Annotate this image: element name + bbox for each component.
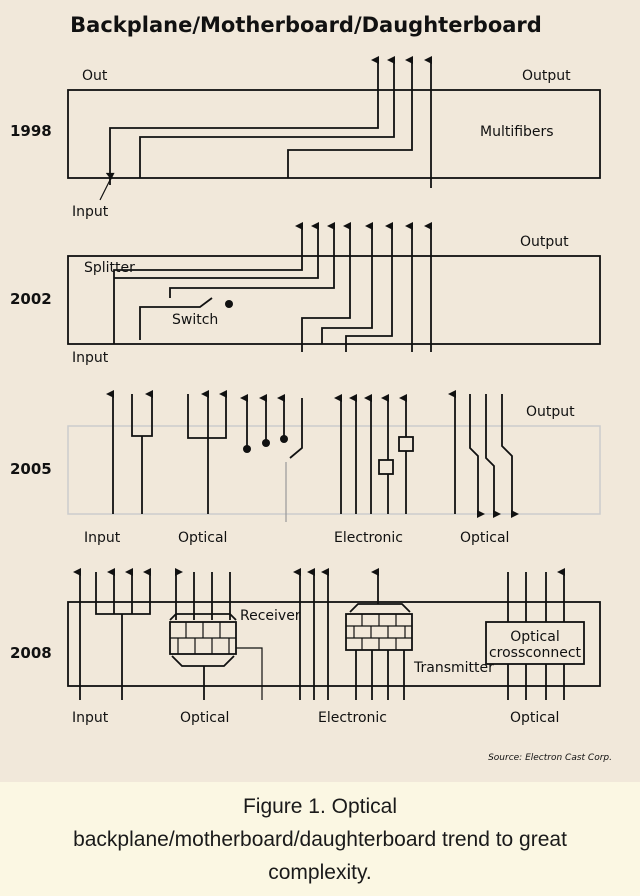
label-optical-2008-1: Optical — [180, 710, 229, 726]
transmitter-inputs — [355, 650, 405, 700]
receiver-lead — [236, 647, 263, 700]
fiber-1998-1 — [109, 56, 379, 185]
receiver-grid — [170, 622, 236, 654]
switch-contact-2002 — [225, 300, 233, 308]
fiber-2002-3 — [139, 297, 213, 340]
diagram: Backplane/Motherboard/Daughterboard 1998… — [10, 13, 612, 763]
label-input-2008: Input — [72, 710, 109, 726]
caption-line-1: Figure 1. Optical — [242, 795, 398, 818]
fiber-2005-e2 — [469, 394, 485, 518]
row-2005 — [67, 390, 601, 522]
label-crossconnect-1: Optical — [510, 629, 559, 645]
fiber-2002-4 — [169, 222, 335, 298]
label-switch: Switch — [172, 312, 218, 328]
fiber-1998-3 — [287, 56, 413, 178]
label-transmitter: Transmitter — [413, 660, 494, 676]
diagram-title: Backplane/Motherboard/Daughterboard — [70, 13, 542, 37]
label-input-2005: Input — [84, 530, 121, 546]
year-2005: 2005 — [10, 460, 52, 478]
label-output-2005: Output — [526, 404, 575, 420]
label-splitter: Splitter — [84, 260, 135, 276]
label-optical-2005-2: Optical — [460, 530, 509, 546]
board-1998 — [67, 89, 601, 179]
electronic-box-2 — [398, 436, 414, 452]
switch-node-2 — [262, 439, 270, 447]
label-input-1998: Input — [72, 204, 109, 220]
fiber-2005-b1 — [187, 390, 227, 439]
label-receiver: Receiver — [240, 608, 301, 624]
caption-line-2: backplane/motherboard/daughterboard tren… — [73, 828, 567, 851]
figure-panel: Backplane/Motherboard/Daughterboard 1998… — [0, 0, 640, 782]
label-input-2002: Input — [72, 350, 109, 366]
label-optical-2008-2: Optical — [510, 710, 559, 726]
electronic-box-1 — [378, 459, 394, 475]
caption-line-3: complexity. — [268, 861, 372, 884]
fiber-2002-2 — [114, 222, 319, 279]
fiber-2002-5 — [301, 222, 351, 352]
fiber-2005-a2 — [131, 390, 153, 437]
crossconnect-box — [485, 621, 585, 665]
label-multifibers: Multifibers — [480, 124, 554, 140]
receiver-fibers — [176, 572, 231, 620]
switch-node-3 — [280, 435, 288, 443]
crossconnect-ins — [507, 664, 565, 700]
receiver-top — [169, 613, 237, 621]
label-optical-2005-1: Optical — [178, 530, 227, 546]
year-2002: 2002 — [10, 290, 52, 308]
source-credit: Source: Electron Cast Corp. — [488, 753, 612, 763]
receiver-bottom — [171, 655, 235, 667]
label-out: Out — [82, 68, 108, 84]
year-1998: 1998 — [10, 122, 52, 140]
row-2008 — [67, 568, 601, 700]
fiber-2002-1 — [113, 222, 303, 344]
label-electronic-2008: Electronic — [318, 710, 387, 726]
fiber-2002-6 — [321, 222, 373, 344]
label-crossconnect-2: crossconnect — [489, 645, 582, 661]
fiber-1998-2 — [139, 56, 395, 178]
row-1998 — [67, 56, 601, 201]
transmitter-grid — [346, 614, 412, 650]
year-2008: 2008 — [10, 644, 52, 662]
fiber-2005-e3 — [485, 394, 501, 518]
fiber-2008-a2 — [95, 568, 151, 615]
transmitter-top — [349, 603, 411, 613]
label-output-2002: Output — [520, 234, 569, 250]
label-output-1998: Output — [522, 68, 571, 84]
crossconnect-outs — [507, 572, 564, 622]
board-2005 — [67, 425, 601, 515]
board-2008 — [67, 601, 601, 687]
switch-node-1 — [243, 445, 251, 453]
label-electronic-2005: Electronic — [334, 530, 403, 546]
row-2002 — [67, 222, 601, 352]
figure-caption: Figure 1. Optical backplane/motherboard/… — [0, 784, 640, 896]
fiber-2005-c4 — [289, 398, 303, 459]
input-pointer-1998 — [99, 172, 115, 201]
fiber-2002-7 — [345, 222, 393, 352]
fiber-2005-e4 — [501, 394, 519, 518]
